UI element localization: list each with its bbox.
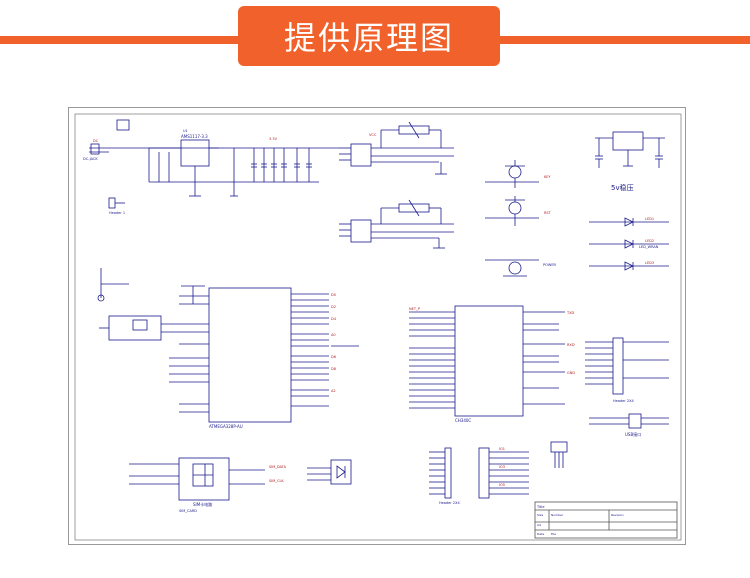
- module-right-pins: [523, 311, 565, 405]
- tb-revision: Revision: [611, 513, 624, 517]
- svg-text:D2: D2: [331, 305, 336, 309]
- tb-date: Date: [537, 532, 544, 536]
- tb-size-value: A4: [537, 523, 541, 527]
- mcu-label: ATMEGA328P-AU: [209, 424, 243, 429]
- svg-text:VCC: VCC: [369, 133, 377, 137]
- dc-jack-label: DC-JACK: [83, 157, 98, 161]
- svg-text:A2: A2: [331, 389, 336, 393]
- sim-label: SIM卡电路: [193, 501, 212, 507]
- svg-text:IO1: IO1: [499, 447, 505, 451]
- power-label: POWER: [543, 263, 557, 267]
- svg-text:IO3: IO3: [499, 465, 505, 469]
- svg-text:D4: D4: [331, 317, 337, 321]
- u1-chip: [180, 139, 210, 167]
- mcu-chip: [208, 287, 292, 423]
- svg-text:LED1: LED1: [645, 217, 654, 221]
- svg-text:TXD: TXD: [566, 311, 575, 315]
- led-wran-label: LED_WRAN: [639, 245, 659, 249]
- module-left-pins: [409, 311, 455, 409]
- sim-card-box: [178, 457, 230, 501]
- svg-text:LED2: LED2: [645, 239, 654, 243]
- header2-label: Header 2X4: [439, 501, 460, 505]
- svg-text:SIM_DATA: SIM_DATA: [269, 465, 287, 469]
- svg-text:SIM_CLK: SIM_CLK: [269, 479, 284, 483]
- svg-text:D6: D6: [331, 355, 336, 359]
- tb-title: Title: [536, 505, 545, 509]
- title-tab: 提供原理图: [238, 6, 500, 66]
- page-title: 提供原理图: [283, 19, 454, 57]
- sim-card-label: SIM_CARD: [179, 509, 197, 513]
- center-module: [454, 305, 524, 417]
- svg-text:LED3: LED3: [645, 261, 654, 265]
- tb-size: Size: [537, 513, 543, 517]
- svg-text:KEY: KEY: [544, 175, 552, 179]
- usb-chip-label: CH340C: [455, 418, 471, 423]
- svg-text:A0: A0: [331, 333, 336, 337]
- svg-text:GND: GND: [567, 371, 575, 375]
- svg-text:3.3V: 3.3V: [269, 137, 278, 141]
- svg-text:RST: RST: [544, 211, 552, 215]
- svg-text:D8: D8: [331, 367, 336, 371]
- usb-if-label: USB接口: [625, 431, 641, 437]
- header-2x-label: Header 2X4: [613, 399, 634, 403]
- schematic-sheet: DC 3.3V VCC KEY RST LED1 LED2 LED3 D0 D2…: [68, 107, 686, 545]
- u1-label: AMS1117-3.3: [181, 134, 208, 139]
- svg-text:IO5: IO5: [499, 483, 505, 487]
- tb-number: Number: [551, 513, 564, 517]
- svg-text:D0: D0: [331, 293, 336, 297]
- tb-file: File: [551, 532, 556, 536]
- svg-text:DC: DC: [93, 139, 99, 143]
- svg-text:RXD: RXD: [567, 343, 575, 347]
- regulator-label: 5v稳压: [611, 183, 634, 192]
- header1-label: Header 1: [109, 211, 125, 215]
- u1-ref: U1: [183, 129, 188, 133]
- schematic-drawing: DC 3.3V VCC KEY RST LED1 LED2 LED3 D0 D2…: [74, 113, 682, 541]
- mcu-right-pins: [291, 293, 329, 407]
- svg-text:NET_P: NET_P: [409, 307, 420, 311]
